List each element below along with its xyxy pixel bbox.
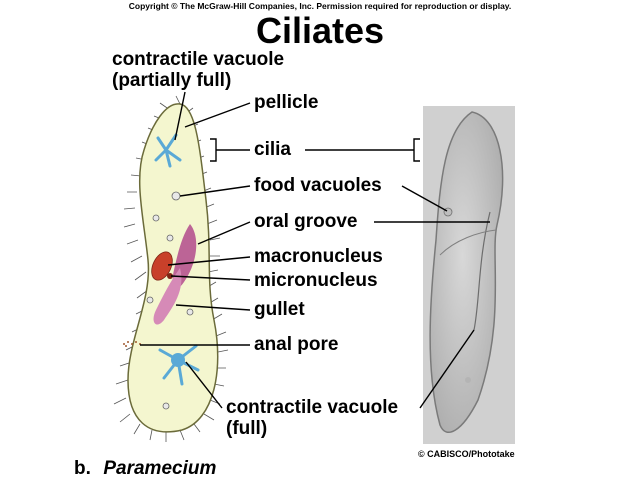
contractile-vacuole-partial	[154, 133, 182, 168]
figure-caption: b. Paramecium	[74, 458, 216, 480]
label-oral-groove: oral groove	[254, 211, 358, 232]
leader-lines	[140, 91, 490, 409]
label-contractile-vacuole-partial: contractile vacuole (partially full)	[112, 49, 285, 91]
caption-name: Paramecium	[103, 458, 217, 479]
gullet	[153, 268, 182, 325]
label-food-vacuoles: food vacuoles	[254, 175, 382, 196]
page-title: Ciliates	[255, 10, 385, 51]
cell-body	[127, 103, 219, 433]
label-anal-pore: anal pore	[254, 334, 339, 355]
label-gullet: gullet	[254, 299, 305, 320]
micronucleus	[167, 273, 173, 279]
label-macronucleus: macronucleus	[254, 246, 383, 267]
micrograph	[423, 106, 515, 444]
label-micronucleus: micronucleus	[254, 270, 378, 291]
label-pellicle: pellicle	[254, 92, 319, 113]
food-vacuole-icon	[171, 191, 181, 201]
copyright-notice: Copyright © The McGraw-Hill Companies, I…	[128, 1, 512, 11]
paramecium-drawing	[123, 103, 219, 433]
label-contractile-vacuole-full: contractile vacuole (full)	[226, 397, 399, 439]
photo-credit: © CABISCO/Phototake	[418, 449, 515, 459]
caption-letter: b.	[74, 458, 91, 479]
photo-cell	[429, 111, 504, 434]
label-cilia: cilia	[254, 139, 291, 160]
macronucleus	[151, 251, 173, 281]
anal-pore	[123, 341, 141, 347]
